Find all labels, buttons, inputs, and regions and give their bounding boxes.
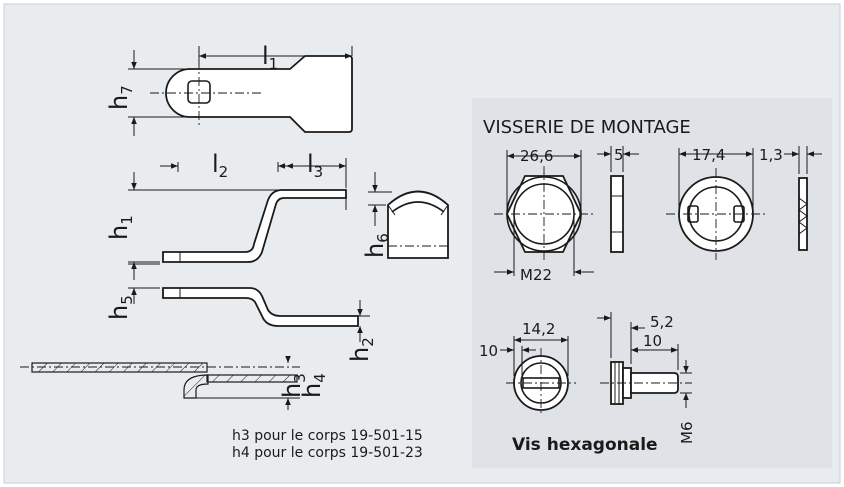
nut-width-label: 26,6 (520, 147, 553, 165)
washer-side-view (784, 146, 822, 251)
screw-caption: Vis hexagonale (512, 435, 658, 455)
dim-l3: l3 (307, 150, 323, 181)
dim-l2: l2 (212, 150, 228, 181)
screw-head-dia-label: 14,2 (522, 320, 555, 338)
cam-end-view (368, 172, 449, 259)
dim-h1: h1 (105, 215, 136, 240)
screw-side-view (597, 312, 692, 408)
mounting-section (20, 356, 300, 410)
screw-head-len-label: 5,2 (650, 313, 674, 331)
washer-dia-label: 17,4 (692, 146, 725, 164)
lock-washer (666, 148, 766, 260)
dim-h7: h7 (105, 85, 136, 110)
cam-side-view-offset (128, 158, 347, 280)
dim-h2: h2 (346, 337, 377, 362)
note-h3: h3 pour le corps 19-501-15 (232, 428, 423, 444)
hardware-title: VISSERIE DE MONTAGE (483, 117, 691, 138)
nut-thickness-label: 5 (614, 146, 624, 164)
cam-top-view (128, 46, 353, 136)
screw-head-front (500, 336, 576, 416)
screw-side-a-label: 10 (479, 342, 498, 360)
dim-h3: h3 (278, 373, 309, 398)
washer-thickness-label: 1,3 (759, 146, 783, 164)
hex-nut (494, 150, 594, 276)
dim-h4: h4 (298, 373, 329, 398)
screw-len-label: 10 (643, 332, 662, 350)
dim-h6: h6 (361, 233, 392, 258)
screw-thread-label: M6 (678, 422, 696, 445)
dim-h5: h5 (105, 295, 136, 320)
note-h4: h4 pour le corps 19-501-23 (232, 445, 423, 461)
cam-side-view-straight (128, 263, 370, 342)
nut-thread-label: M22 (520, 266, 552, 284)
nut-side-view (597, 146, 639, 253)
dim-l1: l1 (262, 42, 278, 73)
